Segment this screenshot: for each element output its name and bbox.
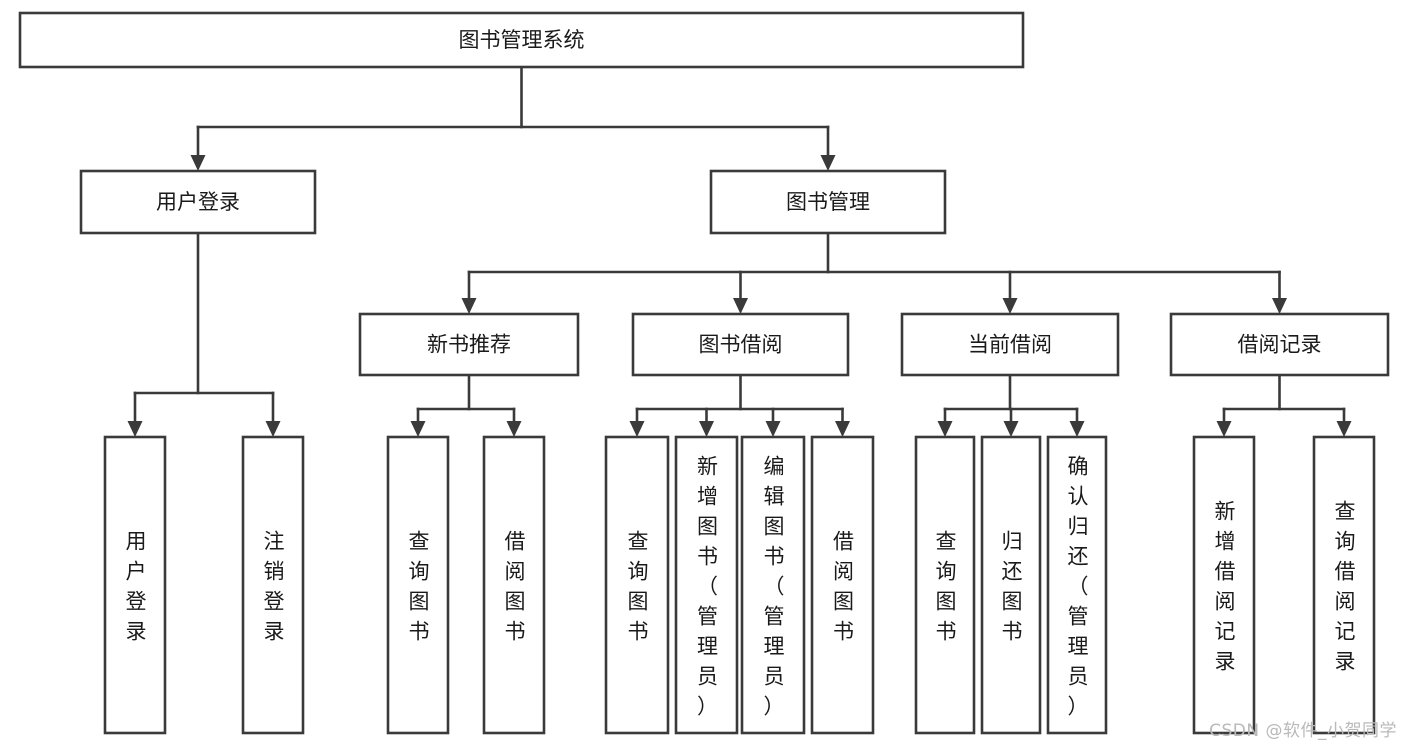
current-borrow-to-leaves-arrow-0 bbox=[937, 421, 953, 437]
leaf-node-leaf-query-book-3-rect bbox=[914, 435, 976, 735]
current-borrow-to-leaves-arrow-1 bbox=[1003, 421, 1019, 437]
leaf-node-leaf-confirm-return[interactable]: 确认归还（管理员） bbox=[1046, 435, 1108, 735]
root-to-level2-arrow-0 bbox=[190, 155, 206, 171]
leaf-node-leaf-borrow-book-2-label: 借阅图书 bbox=[833, 529, 854, 643]
book-manage-to-level3-arrow-2 bbox=[1002, 298, 1018, 314]
leaf-node-leaf-add-record[interactable]: 新增借阅记录 bbox=[1192, 435, 1256, 735]
level3-node-borrow-record-rect bbox=[1169, 312, 1390, 377]
leaf-node-leaf-add-book-rect bbox=[674, 435, 739, 735]
level2-node-book-manage-rect bbox=[709, 169, 947, 235]
book-borrow-to-leaves-arrow-0 bbox=[629, 421, 645, 437]
book-borrow-to-leaves-arrow-1 bbox=[699, 421, 714, 437]
level3-node-book-borrow-label: 图书借阅 bbox=[699, 333, 783, 357]
leaf-node-leaf-confirm-return-label: 确认归还（管理员） bbox=[1068, 454, 1089, 718]
new-book-rec-to-leaves-arrow-0 bbox=[410, 421, 426, 437]
level3-node-current-borrow[interactable]: 当前借阅 bbox=[900, 312, 1120, 377]
user-login-to-leaves-arrow-1 bbox=[265, 421, 281, 437]
connector-lines bbox=[127, 65, 1352, 437]
leaf-node-leaf-query-record-label: 查询借阅记录 bbox=[1335, 499, 1356, 673]
leaf-node-leaf-query-book-2-rect bbox=[604, 435, 670, 735]
level2-node-book-manage-label: 图书管理 bbox=[786, 190, 870, 214]
leaf-node-leaf-query-record-rect bbox=[1312, 435, 1376, 735]
root-node-book-management-system[interactable]: 图书管理系统 bbox=[18, 11, 1025, 69]
root-node-book-management-system-label: 图书管理系统 bbox=[459, 28, 585, 52]
leaf-node-leaf-confirm-return-rect bbox=[1046, 435, 1108, 735]
root-to-level2-arrow-1 bbox=[820, 155, 836, 171]
leaf-node-leaf-user-login-rect bbox=[103, 435, 167, 735]
leaf-node-leaf-query-book-1-rect bbox=[386, 435, 450, 735]
leaf-node-leaf-edit-book-label: 编辑图书（管理员） bbox=[764, 454, 785, 718]
level2-node-user-login-rect bbox=[79, 169, 317, 235]
node-boxes: 图书管理系统用户登录图书管理新书推荐图书借阅当前借阅借阅记录用户登录注销登录查询… bbox=[18, 11, 1390, 735]
level3-node-book-borrow[interactable]: 图书借阅 bbox=[631, 312, 850, 377]
leaf-node-leaf-add-book[interactable]: 新增图书（管理员） bbox=[674, 435, 739, 735]
level2-node-user-login[interactable]: 用户登录 bbox=[79, 169, 317, 235]
level3-node-current-borrow-label: 当前借阅 bbox=[968, 333, 1052, 357]
level3-node-new-book-rec[interactable]: 新书推荐 bbox=[358, 312, 580, 377]
book-borrow-to-leaves-arrow-3 bbox=[835, 421, 850, 437]
borrow-record-to-leaves-arrow-0 bbox=[1216, 421, 1232, 437]
leaf-node-leaf-query-book-3[interactable]: 查询图书 bbox=[914, 435, 976, 735]
book-manage-to-level3-arrow-1 bbox=[733, 298, 748, 314]
leaf-node-leaf-borrow-book-1-rect bbox=[482, 435, 546, 735]
user-login-to-leaves-arrow-0 bbox=[127, 421, 143, 437]
new-book-rec-to-leaves-arrow-1 bbox=[506, 421, 522, 437]
level3-node-borrow-record-label: 借阅记录 bbox=[1238, 333, 1322, 357]
leaf-node-leaf-query-book-1[interactable]: 查询图书 bbox=[386, 435, 450, 735]
level3-node-borrow-record[interactable]: 借阅记录 bbox=[1169, 312, 1390, 377]
leaf-node-leaf-edit-book[interactable]: 编辑图书（管理员） bbox=[740, 435, 806, 735]
leaf-node-leaf-query-record[interactable]: 查询借阅记录 bbox=[1312, 435, 1376, 735]
level3-node-current-borrow-rect bbox=[900, 312, 1120, 377]
leaf-node-leaf-edit-book-rect bbox=[740, 435, 806, 735]
level3-node-new-book-rec-label: 新书推荐 bbox=[427, 333, 511, 357]
level2-node-user-login-label: 用户登录 bbox=[156, 190, 240, 214]
leaf-node-leaf-add-book-label: 新增图书（管理员） bbox=[697, 454, 718, 718]
leaf-node-leaf-add-record-label: 新增借阅记录 bbox=[1215, 499, 1236, 673]
leaf-node-leaf-query-book-3-label: 查询图书 bbox=[936, 529, 957, 643]
leaf-node-leaf-query-book-1-label: 查询图书 bbox=[409, 529, 430, 643]
borrow-record-to-leaves-arrow-1 bbox=[1336, 421, 1352, 437]
leaf-node-leaf-logout-label: 注销登录 bbox=[264, 529, 285, 643]
leaf-node-leaf-borrow-book-2-rect bbox=[810, 435, 875, 735]
leaf-node-leaf-return-book-label: 归还图书 bbox=[1002, 529, 1023, 643]
level3-node-new-book-rec-rect bbox=[358, 312, 580, 377]
leaf-node-leaf-borrow-book-2[interactable]: 借阅图书 bbox=[810, 435, 875, 735]
leaf-node-leaf-logout-rect bbox=[241, 435, 305, 735]
current-borrow-to-leaves-arrow-2 bbox=[1069, 421, 1085, 437]
book-borrow-to-leaves-arrow-2 bbox=[765, 421, 781, 437]
leaf-node-leaf-return-book[interactable]: 归还图书 bbox=[980, 435, 1042, 735]
leaf-node-leaf-borrow-book-1-label: 借阅图书 bbox=[505, 529, 526, 643]
leaf-node-leaf-query-book-2-label: 查询图书 bbox=[628, 529, 649, 643]
root-node-book-management-system-rect bbox=[18, 11, 1025, 69]
leaf-node-leaf-query-book-2[interactable]: 查询图书 bbox=[604, 435, 670, 735]
level3-node-book-borrow-rect bbox=[631, 312, 850, 377]
leaf-node-leaf-user-login-label: 用户登录 bbox=[126, 529, 147, 643]
leaf-node-leaf-borrow-book-1[interactable]: 借阅图书 bbox=[482, 435, 546, 735]
leaf-node-leaf-user-login[interactable]: 用户登录 bbox=[103, 435, 167, 735]
leaf-node-leaf-add-record-rect bbox=[1192, 435, 1256, 735]
level2-node-book-manage[interactable]: 图书管理 bbox=[709, 169, 947, 235]
book-manage-to-level3-arrow-3 bbox=[1272, 298, 1287, 314]
book-manage-to-level3-arrow-0 bbox=[461, 298, 477, 314]
leaf-node-leaf-return-book-rect bbox=[980, 435, 1042, 735]
leaf-node-leaf-logout[interactable]: 注销登录 bbox=[241, 435, 305, 735]
